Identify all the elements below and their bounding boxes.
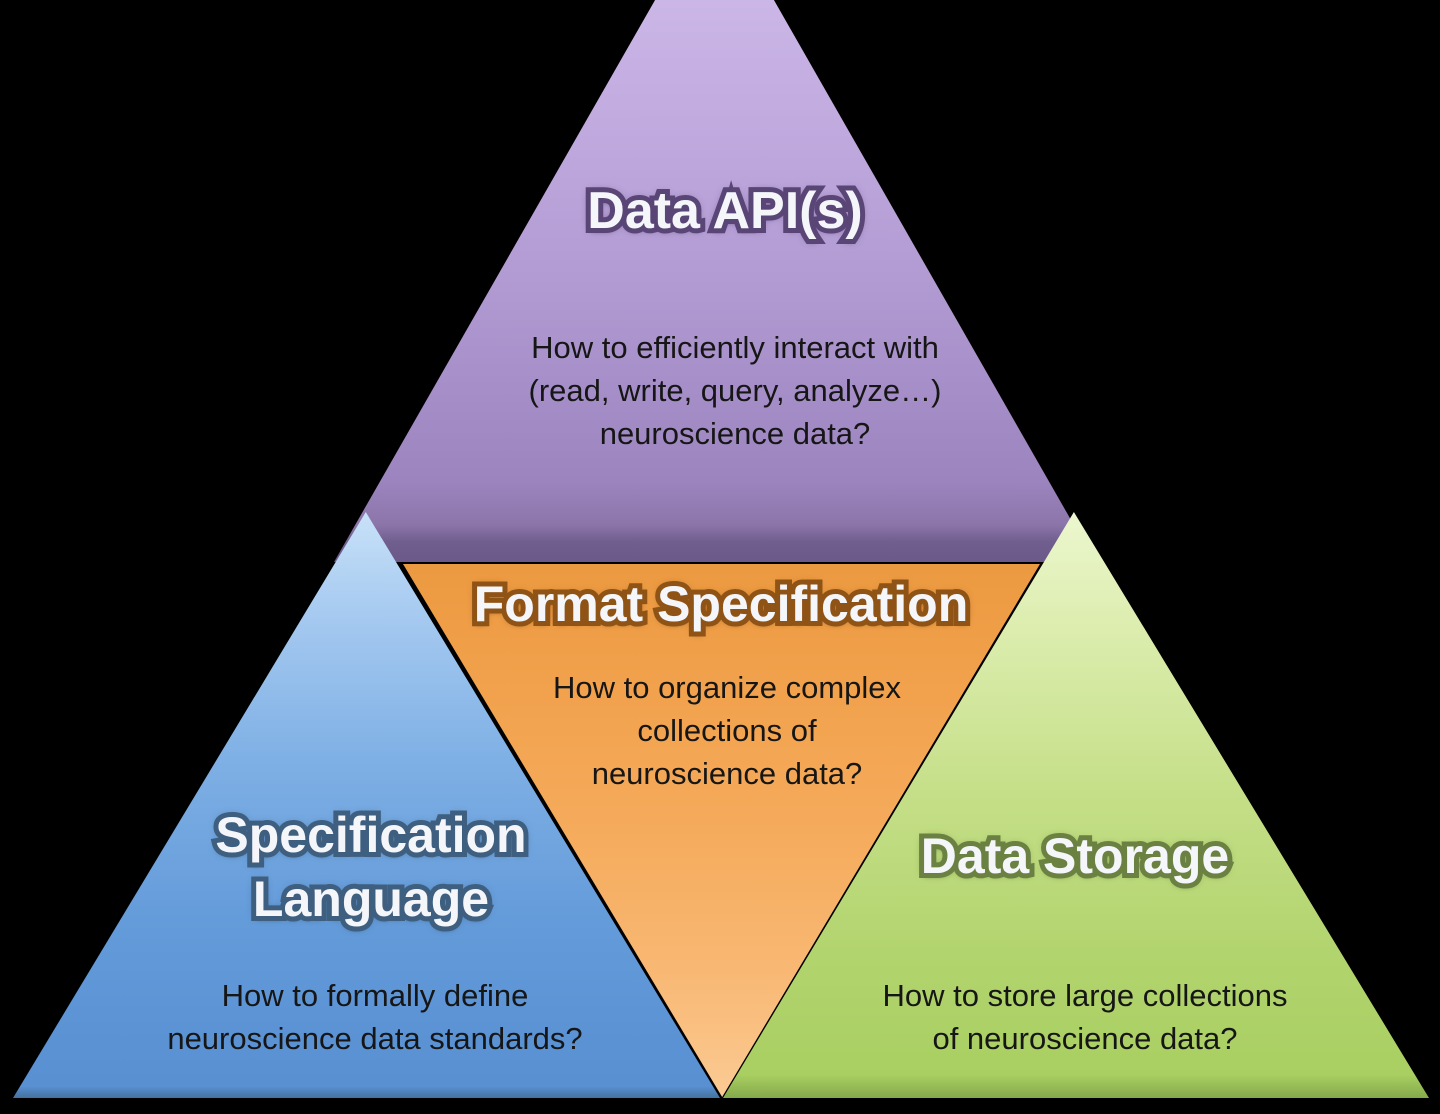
title-line: Format Specification Format Specificatio…: [421, 571, 1021, 637]
format-specification-title: Format Specification Format Specificatio…: [421, 571, 1021, 637]
title-line: Data Storage Data Storage: [775, 823, 1375, 889]
title-text: Language: [252, 871, 490, 927]
question-line: How to efficiently interact with: [531, 330, 939, 365]
title-text: Specification: [215, 807, 527, 863]
question-line: of neuroscience data?: [932, 1021, 1238, 1056]
specification-language-question: How to formally define neuroscience data…: [75, 974, 675, 1060]
data-storage-title: Data Storage Data Storage: [775, 823, 1375, 889]
title-line: Language Language: [71, 866, 671, 932]
question-line: neuroscience data?: [599, 416, 871, 451]
question-line: (read, write, query, analyze…): [528, 373, 942, 408]
format-specification-question: How to organize complex collections of n…: [427, 666, 1027, 795]
title-outline-layer: Language: [248, 866, 494, 932]
title-line: Data API(s) Data API(s): [425, 177, 1025, 245]
title-outline-layer: Data API(s): [582, 177, 867, 245]
specification-language-title: Specification Specification Language Lan…: [71, 802, 671, 932]
question-line: neuroscience data?: [591, 756, 863, 791]
title-outline-layer: Format Specification: [469, 571, 974, 637]
title-text: Data API(s): [587, 182, 863, 240]
question-line: collections of: [637, 713, 817, 748]
question-line: How to organize complex: [552, 670, 902, 705]
data-api-triangle: [334, 0, 1095, 562]
data-storage-question: How to store large collections of neuros…: [775, 974, 1395, 1060]
title-line: Specification Specification: [71, 802, 671, 868]
data-api-title: Data API(s) Data API(s): [425, 177, 1025, 245]
question-line: neuroscience data standards?: [167, 1021, 583, 1056]
title-outline-layer: Specification: [210, 802, 531, 868]
title-text: Data Storage: [920, 828, 1230, 884]
question-line: How to formally define: [221, 978, 529, 1013]
title-outline-layer: Data Storage: [916, 823, 1234, 889]
data-api-question: How to efficiently interact with (read, …: [435, 326, 1035, 455]
title-text: Format Specification: [473, 576, 969, 632]
question-line: How to store large collections: [882, 978, 1288, 1013]
